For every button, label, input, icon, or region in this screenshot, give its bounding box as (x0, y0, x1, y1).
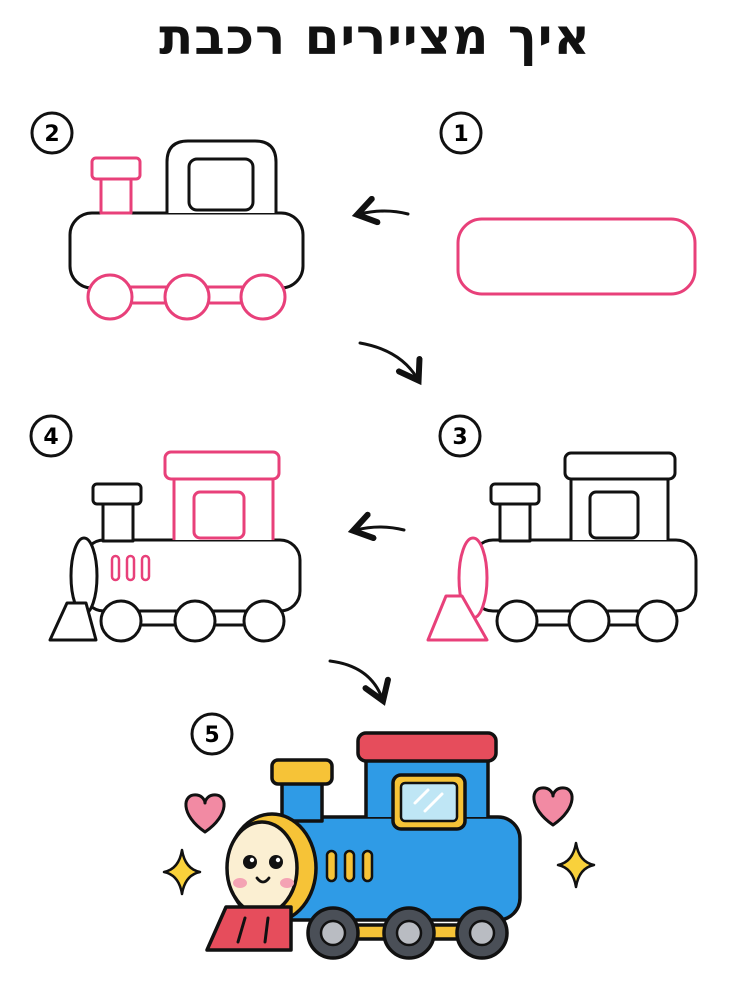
step-1-badge: 1 (439, 111, 483, 155)
step-5-number: 5 (204, 723, 219, 748)
arrow-icon (351, 195, 410, 226)
step-4-drawing (48, 450, 302, 643)
step-5-colored-train (205, 731, 522, 960)
step-4-number: 4 (43, 425, 58, 450)
step-4-badge: 4 (29, 414, 73, 458)
arrow-icon (347, 511, 406, 542)
step-1-number: 1 (453, 122, 468, 147)
heart-icon (532, 786, 574, 827)
step-3-badge: 3 (438, 414, 482, 458)
page-title: איך מציירים רכבת (159, 8, 591, 66)
step-2-badge: 2 (30, 111, 74, 155)
arrow-icon (358, 341, 423, 386)
sparkle-icon (162, 848, 202, 896)
step-1-drawing (456, 217, 697, 296)
sparkle-icon (556, 841, 596, 889)
step-3-number: 3 (452, 425, 467, 450)
step-5-badge: 5 (190, 712, 234, 756)
step-2-drawing (68, 139, 305, 321)
step-3-drawing (426, 451, 698, 643)
arrow-icon (328, 659, 391, 706)
step-2-number: 2 (44, 122, 59, 147)
train-face (233, 855, 294, 888)
heart-icon (184, 793, 226, 834)
